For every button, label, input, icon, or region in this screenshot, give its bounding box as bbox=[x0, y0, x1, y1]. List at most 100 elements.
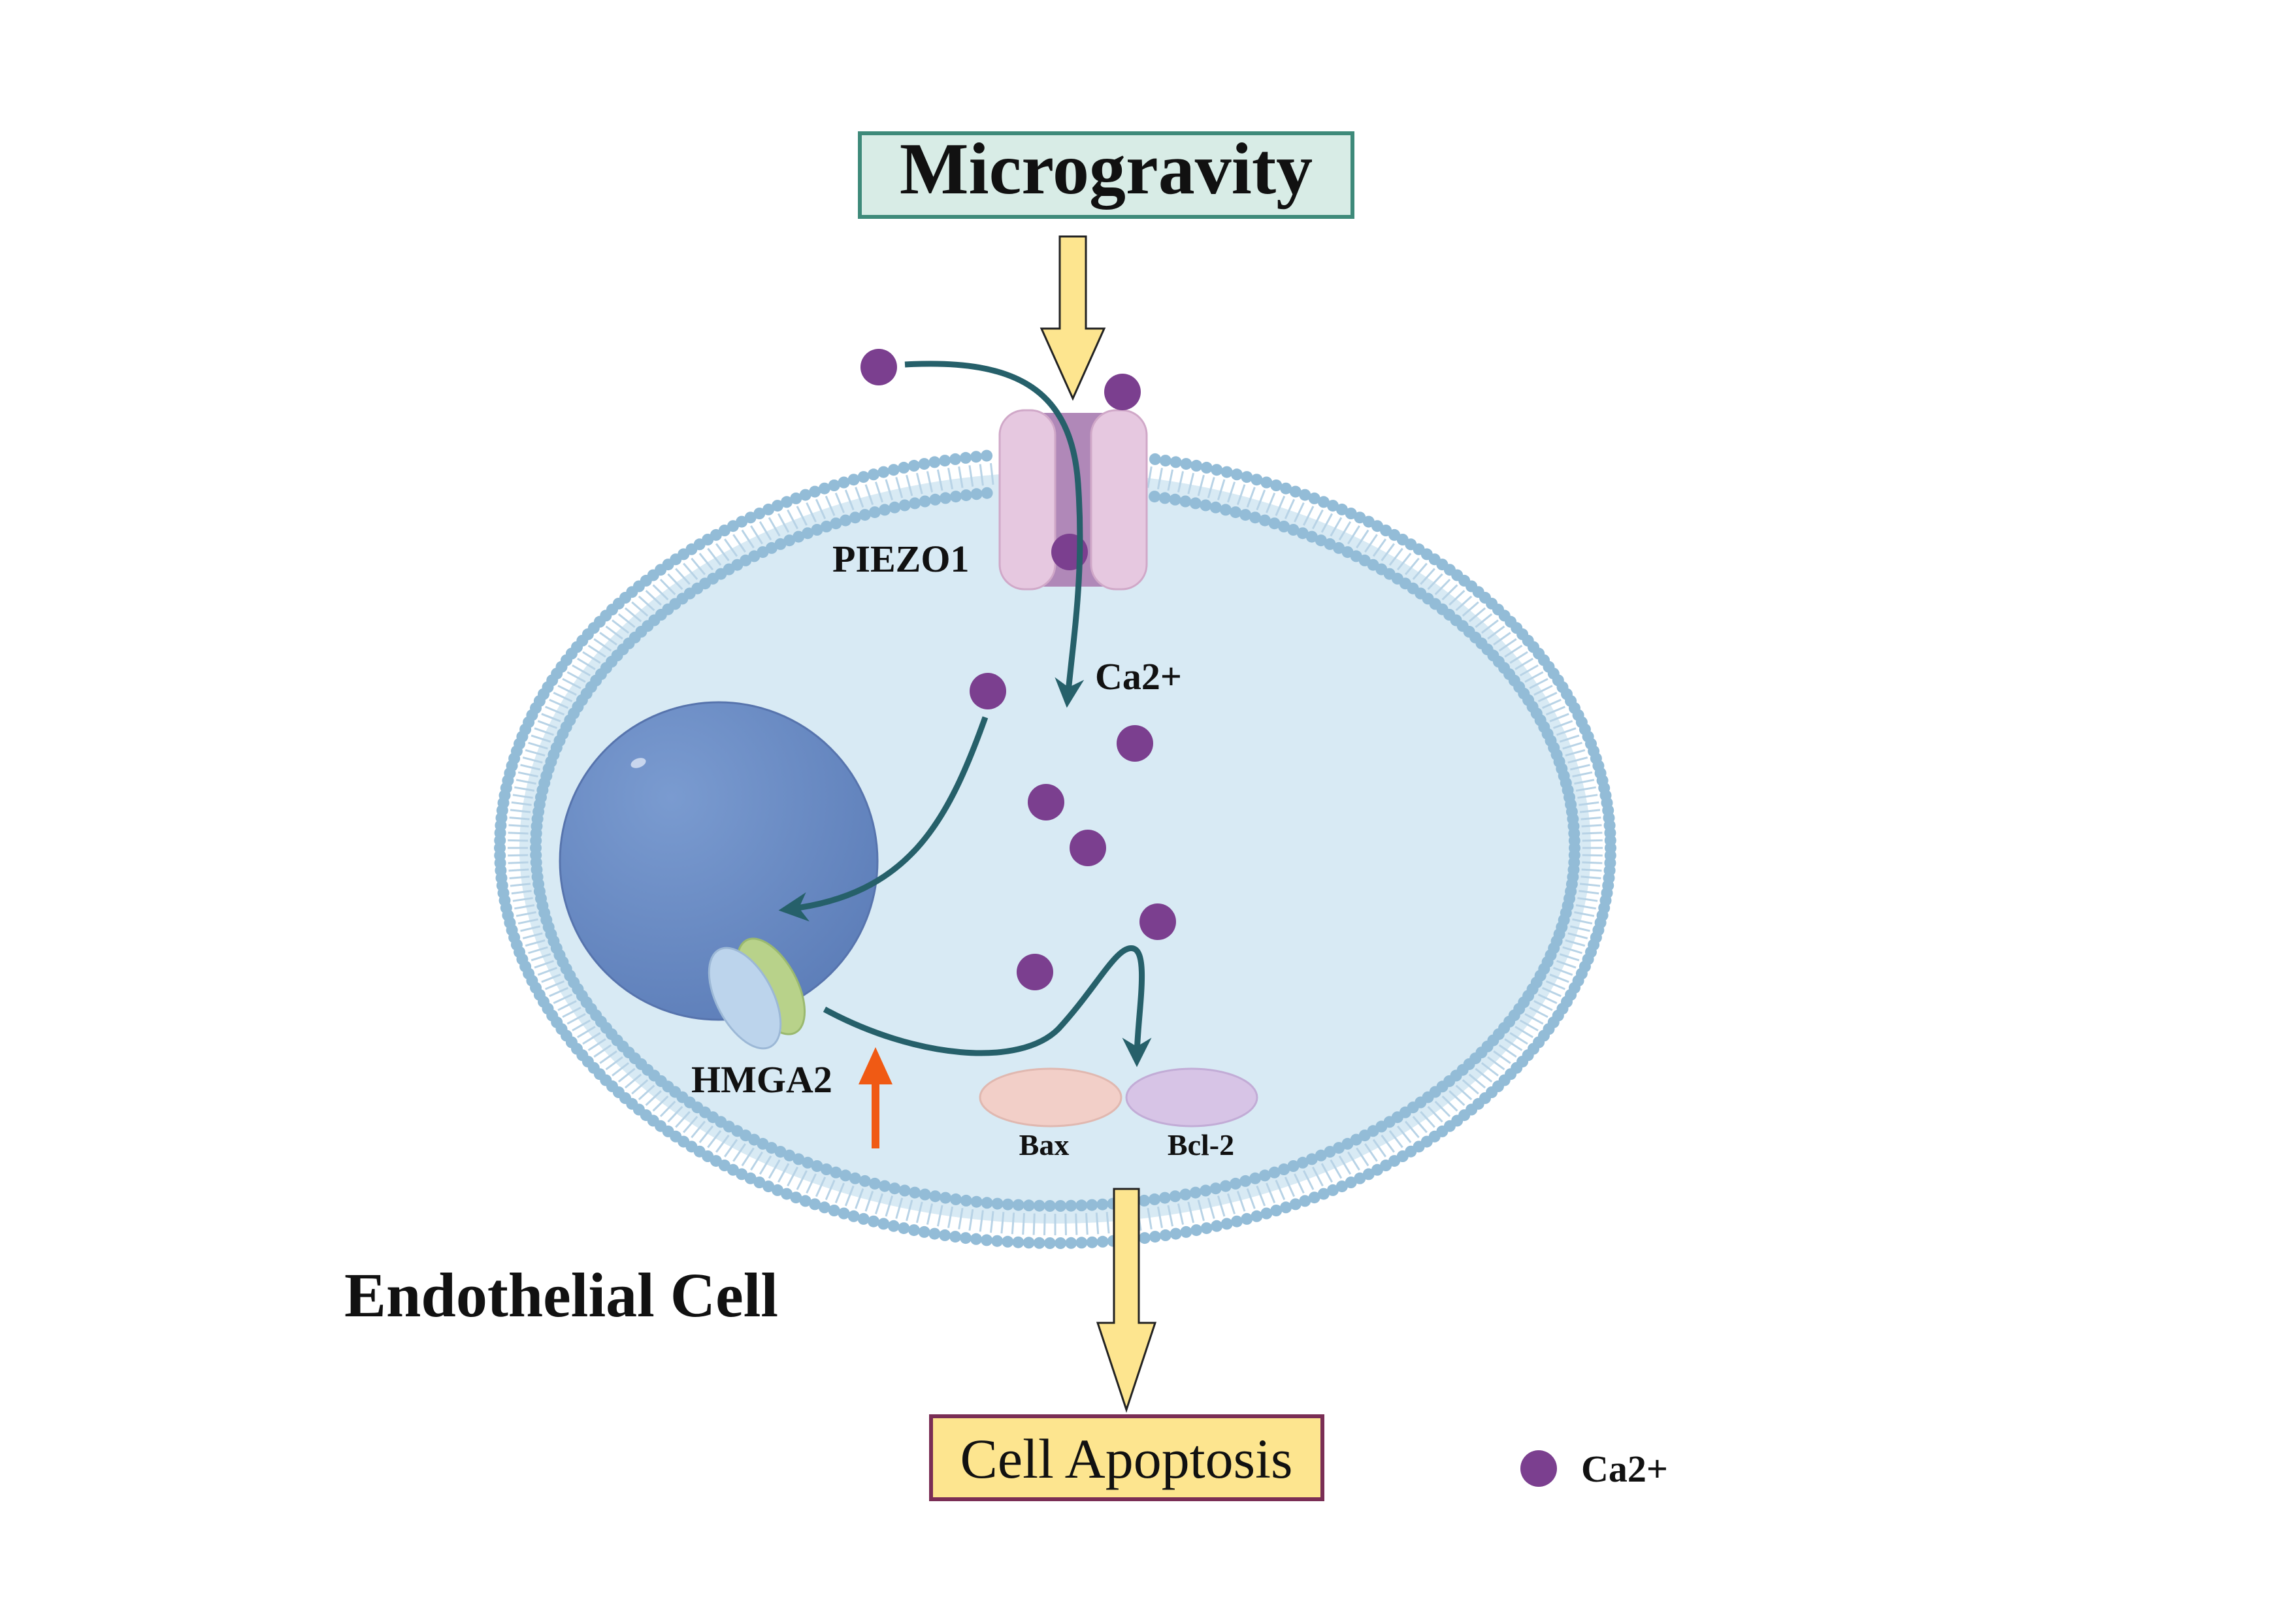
membrane-tail bbox=[815, 498, 827, 519]
membrane-tail bbox=[1455, 595, 1473, 611]
membrane-tail bbox=[1356, 1147, 1369, 1167]
membrane-bead bbox=[1568, 834, 1580, 847]
membrane-bead bbox=[1200, 461, 1213, 474]
membrane-bead bbox=[1220, 466, 1233, 478]
membrane-bead bbox=[1033, 1237, 1045, 1249]
membrane-tail bbox=[541, 973, 561, 983]
membrane-bead bbox=[1200, 1222, 1213, 1235]
membrane-tail bbox=[1085, 1212, 1089, 1235]
membrane-tail bbox=[572, 1019, 591, 1031]
membrane-bead bbox=[981, 449, 993, 462]
membrane-bead bbox=[1209, 501, 1222, 513]
membrane-tail bbox=[834, 493, 845, 513]
membrane-tail bbox=[1545, 706, 1565, 716]
membrane-tail bbox=[1575, 904, 1596, 910]
membrane-tail bbox=[566, 1013, 586, 1025]
membrane-bead bbox=[765, 542, 778, 554]
membrane-tail bbox=[947, 1206, 954, 1228]
membrane-tail bbox=[768, 517, 781, 537]
membrane-tail bbox=[1177, 1203, 1185, 1225]
membrane-tail bbox=[895, 1197, 904, 1219]
membrane-bead bbox=[1345, 1177, 1357, 1188]
membrane-bead bbox=[1260, 476, 1273, 489]
membrane-tail bbox=[1493, 1050, 1511, 1064]
membrane-tail bbox=[528, 741, 548, 750]
membrane-tail bbox=[1236, 484, 1246, 506]
piezo1-label: PIEZO1 bbox=[832, 538, 970, 580]
membrane-tail bbox=[947, 468, 954, 490]
bax-label: Bax bbox=[1019, 1128, 1070, 1161]
membrane-bead bbox=[1200, 1184, 1212, 1197]
membrane-bead bbox=[1241, 1212, 1253, 1225]
membrane-bead bbox=[929, 493, 941, 506]
membrane-bead bbox=[1305, 1153, 1318, 1165]
membrane-tail bbox=[1577, 897, 1598, 902]
membrane-bead bbox=[820, 521, 832, 532]
membrane-tail bbox=[1303, 1170, 1315, 1190]
membrane-bead bbox=[898, 461, 910, 474]
hmga2-to-bax-bcl2-arrow bbox=[823, 945, 1152, 1067]
cell-body bbox=[519, 472, 1591, 1224]
membrane-tail bbox=[1481, 619, 1499, 634]
membrane-tail bbox=[979, 1210, 984, 1232]
membrane-bead bbox=[811, 1160, 823, 1172]
membrane-tail bbox=[509, 875, 530, 879]
membrane-tail bbox=[1565, 939, 1586, 947]
membrane-bead bbox=[1270, 479, 1283, 491]
membrane-tail bbox=[715, 1134, 730, 1153]
membrane-tail bbox=[906, 1199, 913, 1222]
membrane-tail bbox=[514, 786, 535, 792]
membrane-bead bbox=[919, 1188, 931, 1201]
membrane-bead bbox=[898, 1184, 911, 1197]
membrane-bead bbox=[1268, 1166, 1281, 1178]
membrane-tail bbox=[1226, 1193, 1236, 1214]
membrane-tail bbox=[855, 487, 864, 508]
membrane-tail bbox=[1504, 1038, 1523, 1052]
membrane-tail bbox=[1468, 607, 1486, 623]
membrane-tail bbox=[593, 638, 612, 652]
membrane-bead bbox=[1241, 471, 1253, 483]
membrane-bead bbox=[1239, 509, 1252, 521]
membrane-tail bbox=[659, 578, 676, 595]
membrane-tail bbox=[1256, 1185, 1266, 1207]
membrane-tail bbox=[1481, 1062, 1499, 1077]
membrane-tail bbox=[534, 960, 554, 969]
membrane-bead bbox=[1180, 458, 1192, 470]
membrane-tail bbox=[1449, 1090, 1465, 1106]
membrane-tail bbox=[906, 474, 913, 496]
membrane-tail bbox=[1475, 1067, 1493, 1083]
membrane-tail bbox=[1156, 468, 1163, 490]
membrane-tail bbox=[1579, 890, 1599, 895]
membrane-bead bbox=[1327, 1184, 1339, 1196]
membrane-bead bbox=[918, 458, 930, 470]
hmga2-protein-blue bbox=[708, 947, 782, 1050]
membrane-tail bbox=[1207, 477, 1215, 498]
membrane-tail bbox=[1579, 809, 1601, 813]
membrane-tail bbox=[1541, 986, 1562, 998]
membrane-tail bbox=[1404, 557, 1420, 576]
membrane-tail bbox=[1246, 487, 1256, 508]
membrane-tail bbox=[1519, 1019, 1539, 1031]
membrane-tail bbox=[517, 918, 538, 925]
membrane-tail bbox=[512, 794, 533, 799]
membrane-tail bbox=[885, 1195, 894, 1217]
membrane-bead bbox=[753, 1177, 766, 1188]
membrane-bead bbox=[830, 517, 842, 530]
membrane-tail bbox=[582, 1031, 601, 1045]
membrane-bead bbox=[1055, 1200, 1067, 1212]
membrane-bead bbox=[1170, 1227, 1182, 1240]
membrane-bead bbox=[1296, 1156, 1309, 1169]
membrane-tail bbox=[617, 1067, 636, 1083]
membrane-tail bbox=[531, 953, 551, 962]
membrane-bead bbox=[970, 488, 983, 500]
membrane-bead bbox=[1179, 1188, 1192, 1201]
membrane-tail bbox=[1396, 553, 1412, 571]
membrane-tail bbox=[1330, 1159, 1343, 1179]
membrane-bead bbox=[970, 1195, 983, 1208]
membrane-bead bbox=[1278, 1163, 1290, 1175]
membrane-tail bbox=[631, 1079, 649, 1095]
membrane-bead bbox=[868, 1177, 881, 1190]
membrane-bead bbox=[1023, 1237, 1035, 1249]
membrane-bead bbox=[960, 489, 972, 502]
